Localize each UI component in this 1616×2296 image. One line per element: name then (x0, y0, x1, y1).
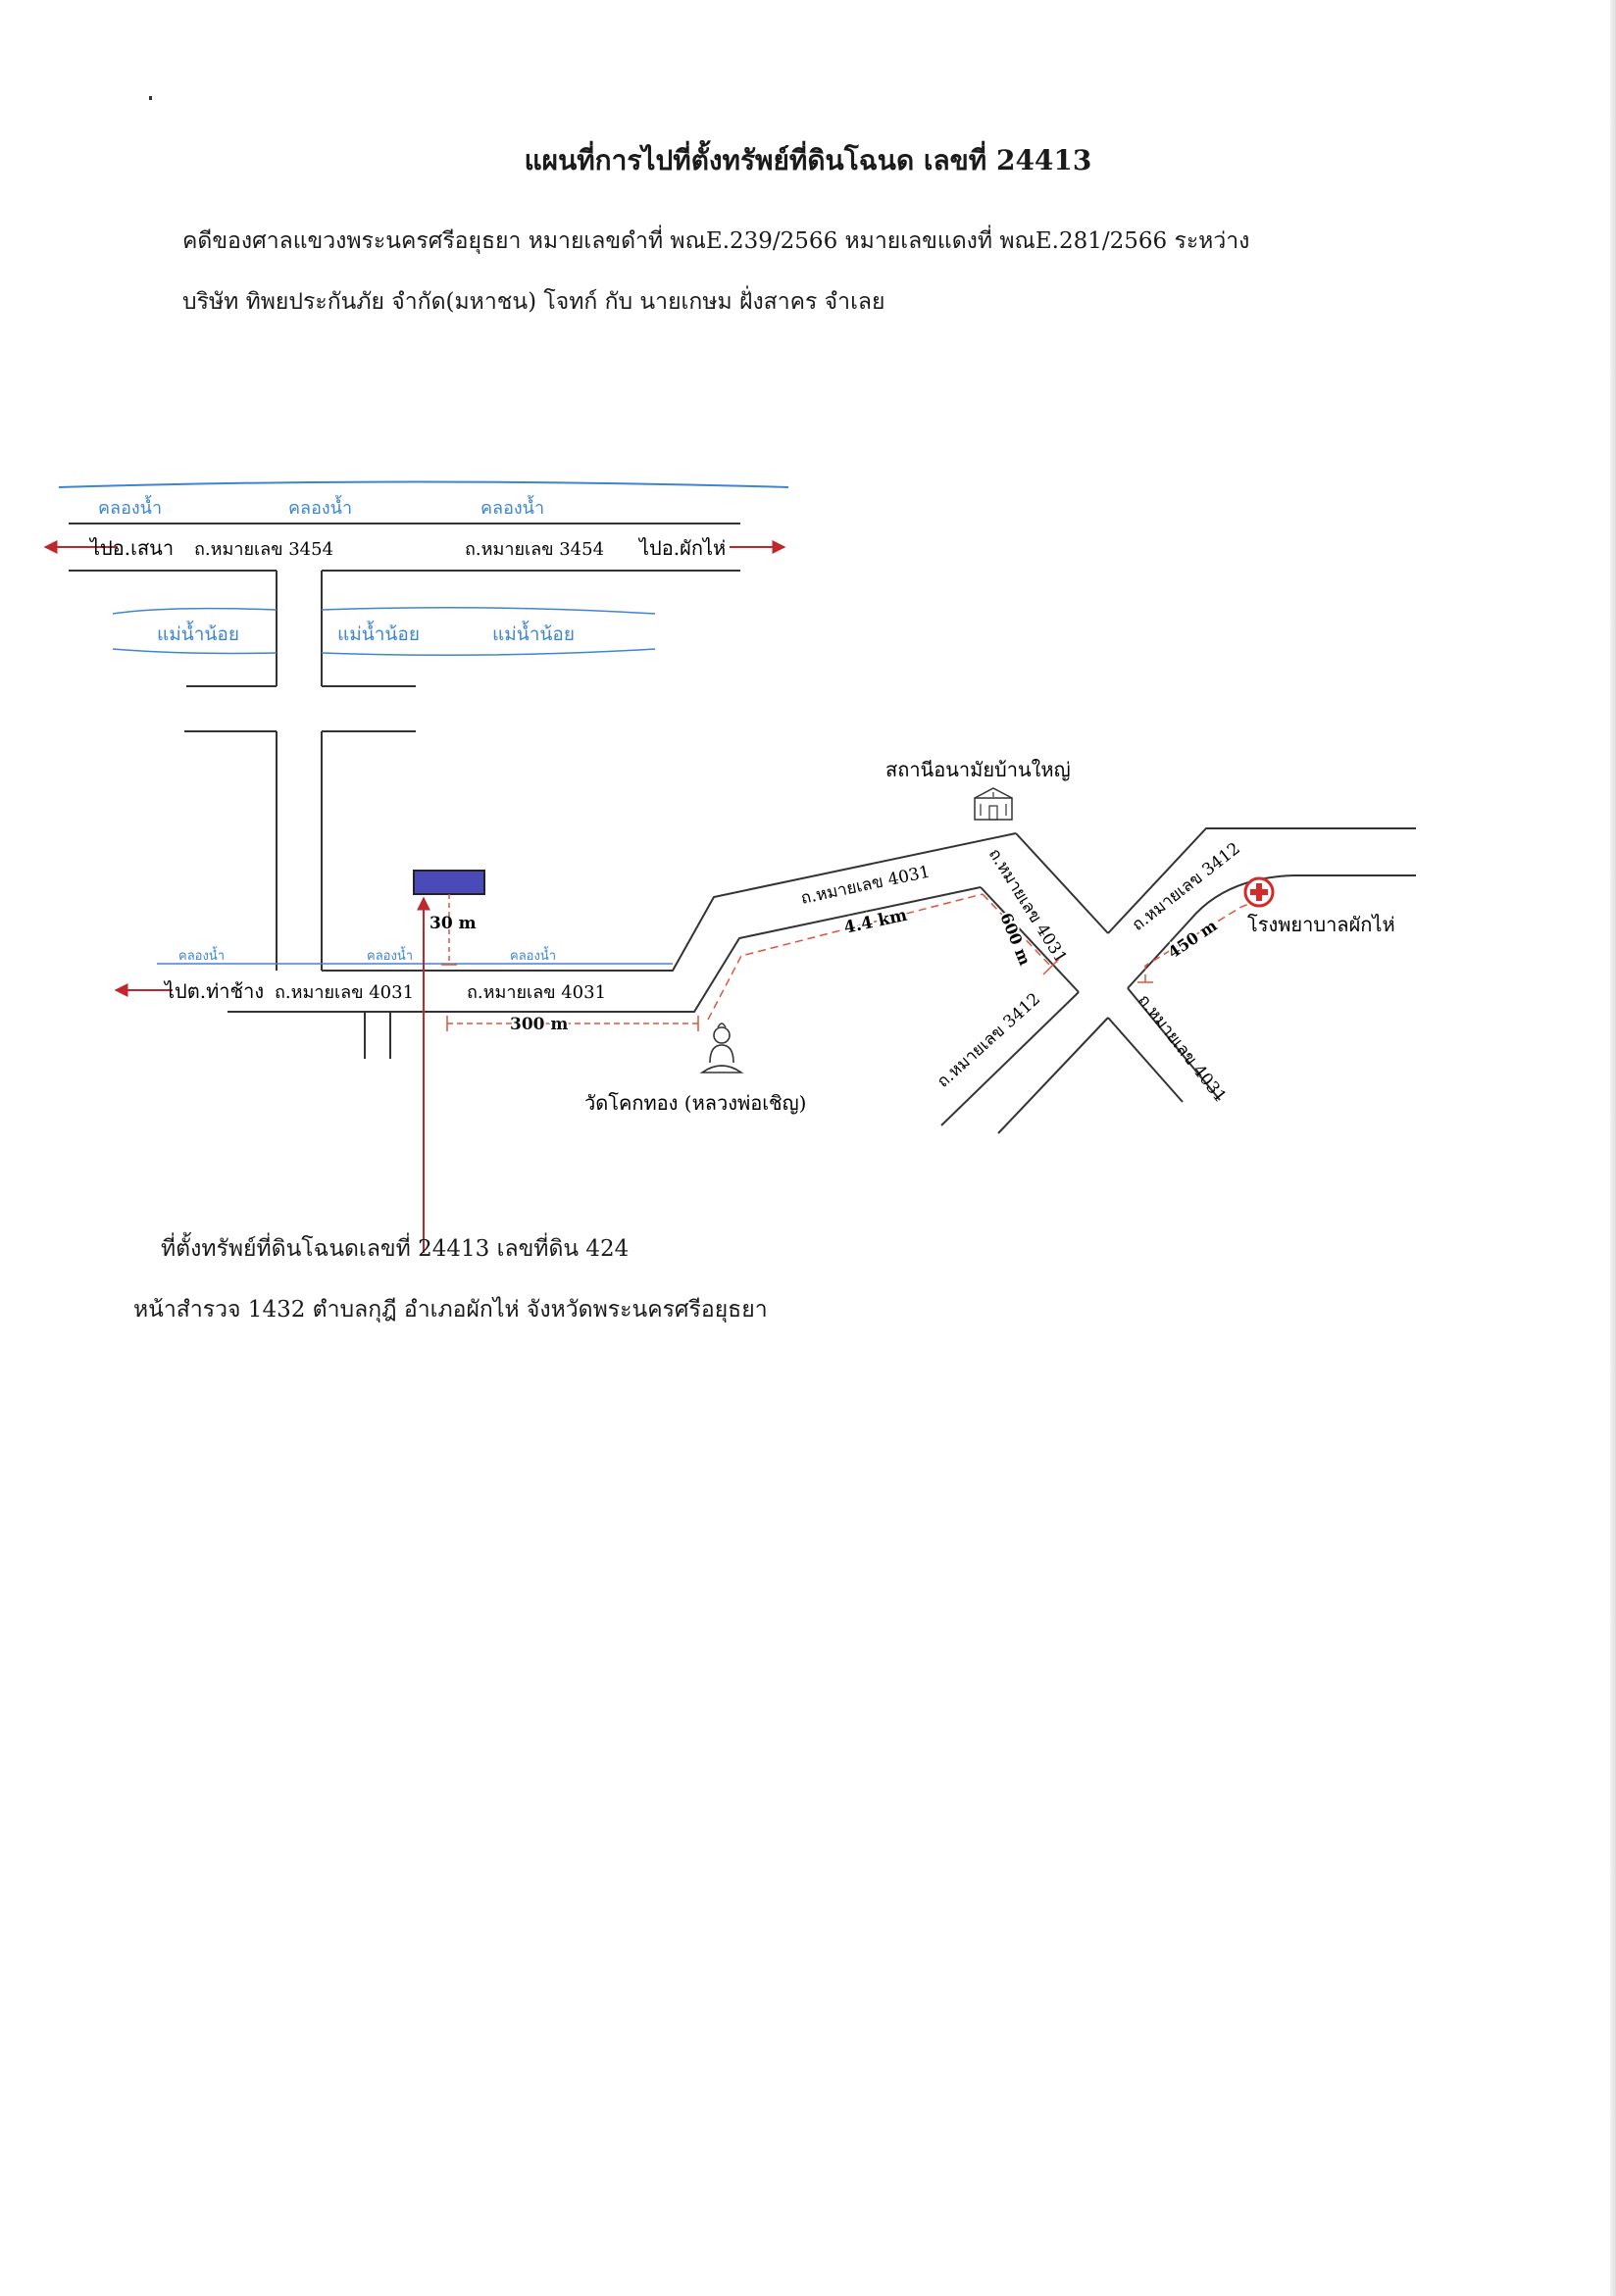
river-label: แม่น้ำน้อย (337, 621, 420, 645)
location-line-2: หน้าสำรวจ 1432 ตำบลกุฎี อำเภอผักไห่ จังห… (133, 1297, 768, 1323)
dist-30-label: 30 m (429, 914, 477, 933)
route-600-line (982, 893, 1052, 968)
road-3412-upper-edge (1107, 827, 1416, 934)
river-label: แม่น้ำน้อย (492, 621, 575, 645)
temple-buddha-icon (699, 1023, 744, 1073)
road-4031-upper-edge (322, 832, 1017, 972)
road-4031-label: ถ.หมายเลข 4031 (467, 982, 606, 1003)
canal-label: คลองน้ำ (98, 495, 162, 519)
canal-label: คลองน้ำ (367, 946, 413, 964)
scan-edge (1610, 0, 1616, 2296)
canal-label: คลองน้ำ (178, 946, 225, 964)
to-sena-label: ไปอ.เสนา (88, 536, 174, 560)
dist-300-label: 300 m (510, 1015, 568, 1034)
canal-label: คลองน้ำ (480, 495, 544, 519)
road-4031-southeast-b (1107, 1017, 1184, 1103)
hospital-label: โรงพยาบาลผักไห่ (1247, 913, 1395, 936)
to-thachang-label: ไปต.ท่าช้าง (163, 979, 264, 1003)
canal-top-line (58, 480, 789, 488)
to-phakhai-label: ไปอ.ผักไห่ (637, 536, 726, 560)
road-4031-lower-edge (227, 886, 982, 1013)
road-4031-diagonal-upper (1015, 832, 1109, 934)
page-title: แผนที่การไปที่ตั้งทรัพย์ที่ดินโฉนด เลขที… (524, 144, 1092, 176)
road-3412-southwest-b (997, 1017, 1109, 1134)
canal-label: คลองน้ำ (288, 495, 352, 519)
road-4031-label: ถ.หมายเลข 4031 (1134, 991, 1230, 1107)
scan-mark (149, 96, 152, 100)
dist-44-label: 4.4 km (842, 906, 909, 938)
temple-label: วัดโคกทอง (หลวงพ่อเชิญ) (584, 1091, 806, 1115)
property-marker (413, 870, 485, 895)
case-line-1: คดีของศาลแขวงพระนครศรีอยุธยา หมายเลขดำที… (182, 228, 1250, 254)
river-label: แม่น้ำน้อย (157, 621, 239, 645)
river-bottom-line (112, 648, 656, 656)
route-4400-line (707, 893, 984, 1021)
hospital-cross-icon (1243, 876, 1275, 908)
road-3412-southwest-a (940, 991, 1080, 1126)
road-3412-lower-edge (1127, 874, 1416, 989)
road-3412-label: ถ.หมายเลข 3412 (1129, 839, 1244, 935)
road-4031-southeast-a (1127, 987, 1221, 1101)
health-station-icon (974, 787, 1013, 821)
road-4031-diagonal-lower (980, 886, 1080, 993)
river-top-line (112, 607, 656, 615)
road-3454-label: ถ.หมายเลข 3454 (194, 539, 333, 560)
canal-label: คลองน้ำ (510, 946, 556, 964)
location-line-1: ที่ตั้งทรัพย์ที่ดินโฉนดเลขที่ 24413 เลขท… (161, 1236, 630, 1262)
road-3454-label: ถ.หมายเลข 3454 (465, 539, 604, 560)
health-station-label: สถานีอนามัยบ้านใหญ่ (885, 758, 1071, 781)
case-line-2: บริษัท ทิพยประกันภัย จำกัด(มหาชน) โจทก์ … (182, 289, 885, 315)
road-4031-label: ถ.หมายเลข 4031 (275, 982, 414, 1003)
